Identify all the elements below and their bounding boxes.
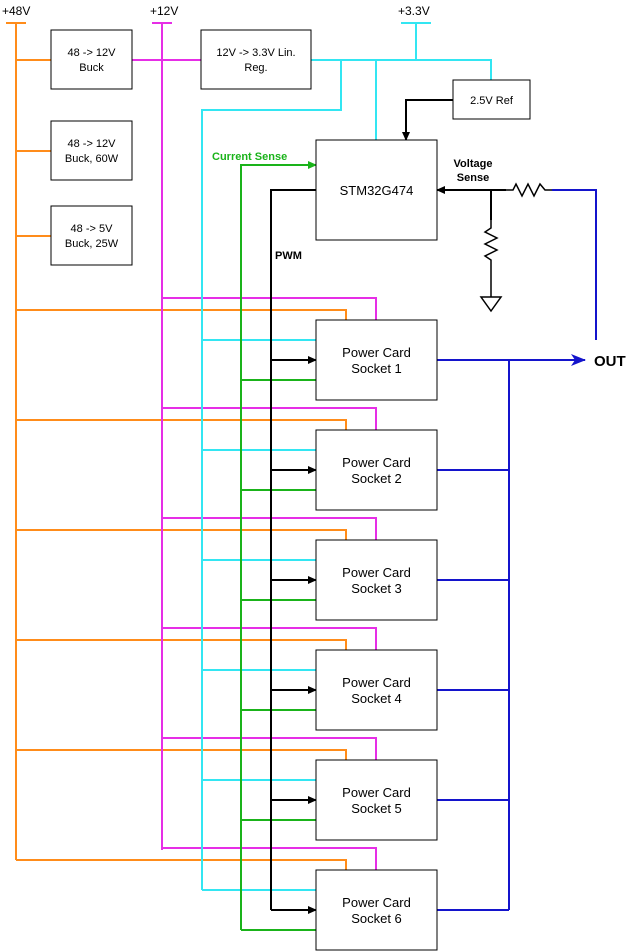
divider-series-resistor: [506, 182, 552, 198]
power-card-socket-3-label-1: Power Card: [342, 565, 411, 580]
ground-symbol: [479, 268, 503, 313]
block-buck-12v: 48 -> 12V Buck: [50, 29, 133, 90]
block-mcu-label: STM32G474: [340, 183, 414, 198]
rail-48v-to-socket-1: [16, 309, 347, 320]
power-card-socket-5-box: [315, 759, 438, 841]
rail-12v-to-socket-2: [162, 407, 377, 430]
rail-12v-to-socket-5: [162, 737, 377, 760]
power-card-socket-2-label-1: Power Card: [342, 455, 411, 470]
rail-12v-wires: [132, 22, 377, 870]
rail-label-48v: +48V: [2, 4, 30, 18]
power-card-socket-1-box: [315, 319, 438, 401]
power-card-socket-5-label-2: Socket 5: [351, 801, 402, 816]
rail-label-12v: +12V: [150, 4, 178, 18]
ref-to-mcu: [402, 99, 453, 141]
block-buck-5v-25w-line1: 48 -> 5V: [71, 223, 114, 235]
power-card-socket-4-box: [315, 649, 438, 731]
divider-shunt-resistor: [483, 220, 499, 268]
power-card-socket-3-box: [315, 539, 438, 621]
rail-12v-to-socket-1: [162, 297, 377, 320]
rail-label-3v3: +3.3V: [398, 4, 430, 18]
rail-12v-to-socket-4: [162, 627, 377, 650]
rail-3v3-wires: [201, 22, 492, 891]
rail-12v-to-socket-6: [162, 847, 377, 870]
current-sense-wires: [240, 161, 317, 931]
power-card-socket-6-label-2: Socket 6: [351, 911, 402, 926]
rail-48v-to-socket-2: [16, 419, 347, 430]
power-card-socket-4-label-2: Socket 4: [351, 691, 402, 706]
output-wires: [437, 189, 597, 911]
block-voltage-reference: 2.5V Ref: [452, 79, 531, 120]
block-mcu: STM32G474: [315, 139, 438, 241]
output-label: OUT: [594, 353, 626, 370]
power-card-socket-3-label-2: Socket 3: [351, 581, 402, 596]
current-sense-label: Current Sense: [212, 151, 287, 163]
out-to-divider: [552, 189, 597, 340]
pwm-from-mcu: [270, 189, 316, 910]
block-linear-regulator-line2: Reg.: [244, 62, 267, 74]
voltage-sense-label-line1: Voltage: [454, 158, 493, 170]
block-linear-regulator: 12V -> 3.3V Lin. Reg.: [200, 29, 312, 90]
power-card-socket-1-label-2: Socket 1: [351, 361, 402, 376]
rail-48v-to-socket-5: [16, 749, 347, 760]
rail-48v-to-socket-4: [16, 639, 347, 650]
block-buck-12v-60w-line1: 48 -> 12V: [67, 138, 116, 150]
power-card-socket-2-box: [315, 429, 438, 511]
block-linear-regulator-line1: 12V -> 3.3V Lin.: [216, 47, 295, 59]
rail-48v-wires: [6, 22, 347, 870]
power-card-socket-2-label-2: Socket 2: [351, 471, 402, 486]
block-buck-5v-25w: 48 -> 5V Buck, 25W: [50, 205, 133, 266]
power-card-socket-5-label-1: Power Card: [342, 785, 411, 800]
reference-and-sense-wires: [402, 99, 506, 220]
voltage-divider: [479, 182, 552, 313]
voltage-sense-label-line2: Sense: [457, 172, 489, 184]
block-buck-12v-60w: 48 -> 12V Buck, 60W: [50, 120, 133, 181]
pwm-wires: [270, 189, 317, 914]
block-buck-5v-25w-line2: Buck, 25W: [65, 238, 119, 250]
rail-48v-to-socket-3: [16, 529, 347, 540]
block-voltage-reference-label: 2.5V Ref: [470, 95, 514, 107]
rail-48v-to-socket-6: [16, 859, 347, 870]
power-card-socket-4-label-1: Power Card: [342, 675, 411, 690]
power-card-socket-6-label-1: Power Card: [342, 895, 411, 910]
power-card-socket-1-label-1: Power Card: [342, 345, 411, 360]
block-buck-12v-60w-line2: Buck, 60W: [65, 153, 119, 165]
block-buck-12v-line1: 48 -> 12V: [67, 47, 116, 59]
pwm-label: PWM: [275, 250, 302, 262]
current-sense-to-mcu: [240, 161, 317, 930]
block-buck-12v-line2: Buck: [79, 62, 104, 74]
rail-3v3-bus: [311, 59, 492, 80]
rail-12v-to-socket-3: [162, 517, 377, 540]
rail-3v3-feed: [201, 60, 342, 890]
power-card-socket-6-box: [315, 869, 438, 951]
